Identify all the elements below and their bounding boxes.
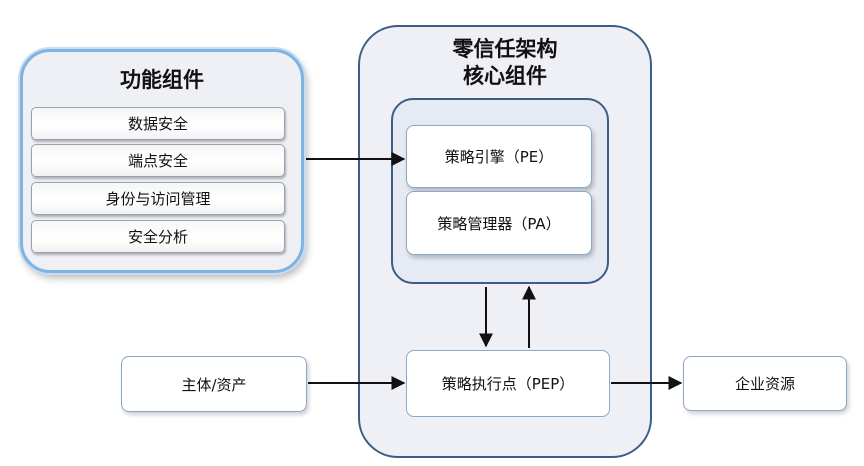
policy-enforcement-point-box: 策略执行点（PEP）: [406, 350, 610, 417]
component-security-analytics: 安全分析: [31, 220, 285, 253]
policy-engine-box: 策略引擎（PE）: [406, 125, 592, 188]
component-endpoint-security: 端点安全: [31, 144, 285, 177]
component-data-security: 数据安全: [31, 107, 285, 140]
enterprise-resource-box: 企业资源: [683, 356, 847, 411]
functional-components-title: 功能组件: [120, 68, 204, 92]
subject-asset-box: 主体/资产: [121, 356, 307, 412]
zero-trust-core-title: 零信任架构 核心组件: [358, 36, 652, 90]
component-identity-access-management: 身份与访问管理: [31, 182, 285, 215]
core-title-line2: 核心组件: [463, 64, 547, 88]
core-title-line1: 零信任架构: [452, 37, 558, 61]
policy-administrator-box: 策略管理器（PA）: [406, 191, 592, 255]
